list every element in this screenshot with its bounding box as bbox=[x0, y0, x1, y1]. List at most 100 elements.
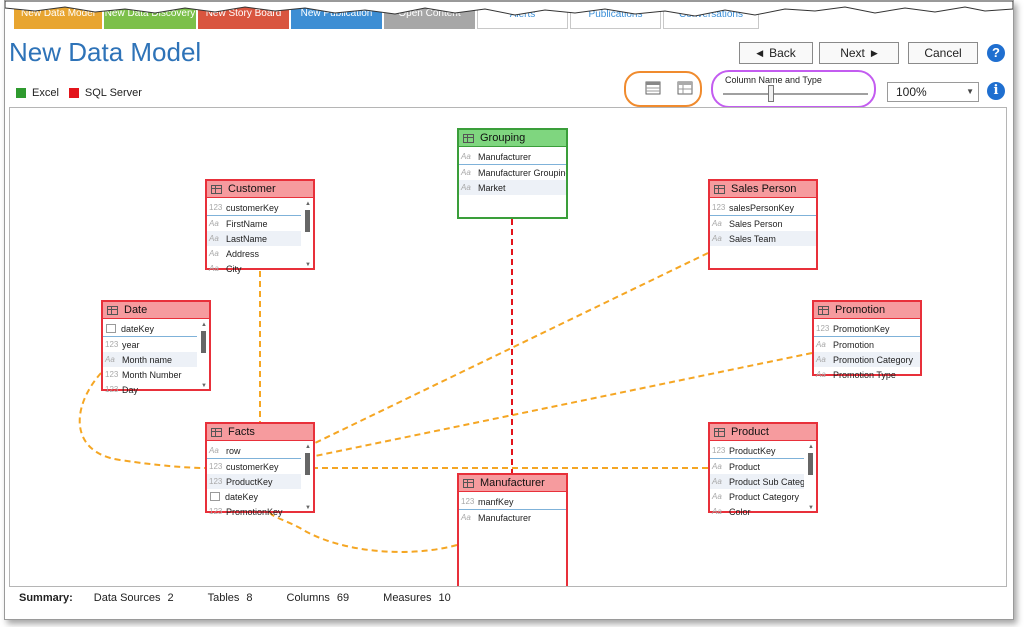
scroll-thumb[interactable] bbox=[201, 331, 206, 353]
relationship-promotion-facts[interactable] bbox=[314, 352, 813, 457]
table-title: Date bbox=[124, 304, 148, 316]
column-name: Manufacturer Grouping bbox=[478, 167, 566, 178]
info-icon[interactable]: i bbox=[987, 82, 1005, 100]
numeric-type-icon: 123 bbox=[461, 497, 475, 506]
relationship-manufacturer-facts[interactable] bbox=[269, 512, 458, 553]
column-name: row bbox=[226, 445, 241, 456]
scroll-thumb[interactable] bbox=[305, 453, 310, 475]
table-scrollbar[interactable]: ▲▼ bbox=[807, 444, 814, 511]
stat-value: 2 bbox=[167, 592, 174, 604]
scroll-up-icon[interactable]: ▲ bbox=[305, 201, 311, 207]
table-header[interactable]: Grouping bbox=[459, 130, 566, 147]
column-name: Color bbox=[729, 506, 751, 517]
table-header[interactable]: Manufacturer bbox=[459, 475, 566, 492]
column-row[interactable]: dateKey bbox=[207, 489, 301, 504]
table-header[interactable]: Product bbox=[710, 424, 816, 441]
column-view-icon[interactable] bbox=[677, 81, 693, 95]
slider-track[interactable] bbox=[723, 93, 868, 95]
numeric-type-icon: 123 bbox=[816, 324, 830, 333]
back-button[interactable]: ◀ Back bbox=[739, 42, 813, 64]
text-type-icon: Aa bbox=[816, 355, 826, 364]
table-header[interactable]: Customer bbox=[207, 181, 313, 198]
table-header[interactable]: Sales Person bbox=[710, 181, 816, 198]
column-name: Day bbox=[122, 384, 139, 395]
relationship-date-facts[interactable] bbox=[78, 372, 206, 469]
scroll-up-icon[interactable]: ▲ bbox=[808, 444, 814, 450]
scroll-down-icon[interactable]: ▼ bbox=[305, 505, 311, 511]
table-view-icon[interactable] bbox=[645, 81, 661, 95]
table-header[interactable]: Promotion bbox=[814, 302, 920, 319]
table-header[interactable]: Date bbox=[103, 302, 209, 319]
column-name: Sales Person bbox=[729, 218, 783, 229]
table-scrollbar[interactable]: ▲▼ bbox=[304, 201, 311, 268]
stat-value: 8 bbox=[246, 592, 253, 604]
table-icon bbox=[211, 184, 222, 194]
scroll-down-icon[interactable]: ▼ bbox=[808, 505, 814, 511]
scroll-thumb[interactable] bbox=[305, 210, 310, 232]
column-row[interactable]: dateKey bbox=[103, 321, 197, 337]
scroll-down-icon[interactable]: ▼ bbox=[305, 262, 311, 268]
scroll-down-icon[interactable]: ▼ bbox=[201, 383, 207, 389]
help-icon[interactable]: ? bbox=[987, 44, 1005, 62]
scroll-up-icon[interactable]: ▲ bbox=[305, 444, 311, 450]
table-scrollbar[interactable]: ▲▼ bbox=[200, 322, 207, 389]
column-name: salesPersonKey bbox=[729, 202, 795, 213]
scroll-thumb[interactable] bbox=[808, 453, 813, 475]
text-type-icon: Aa bbox=[209, 249, 219, 258]
stat-label: Data Sources bbox=[93, 592, 161, 604]
relationship-salesperson-facts[interactable] bbox=[314, 252, 709, 444]
stat-value: 69 bbox=[336, 592, 350, 604]
table-scrollbar[interactable]: ▲▼ bbox=[304, 444, 311, 511]
next-button[interactable]: Next ▶ bbox=[819, 42, 899, 64]
slider-thumb[interactable] bbox=[767, 85, 774, 102]
column-name: dateKey bbox=[121, 323, 155, 334]
column-name: manfKey bbox=[478, 496, 514, 507]
table-header[interactable]: Facts bbox=[207, 424, 313, 441]
zoom-select[interactable]: 100% ▼ bbox=[887, 82, 979, 102]
column-name: customerKey bbox=[226, 202, 279, 213]
scroll-up-icon[interactable]: ▲ bbox=[201, 322, 207, 328]
next-label: Next bbox=[840, 46, 865, 60]
cancel-button[interactable]: Cancel bbox=[908, 42, 978, 64]
